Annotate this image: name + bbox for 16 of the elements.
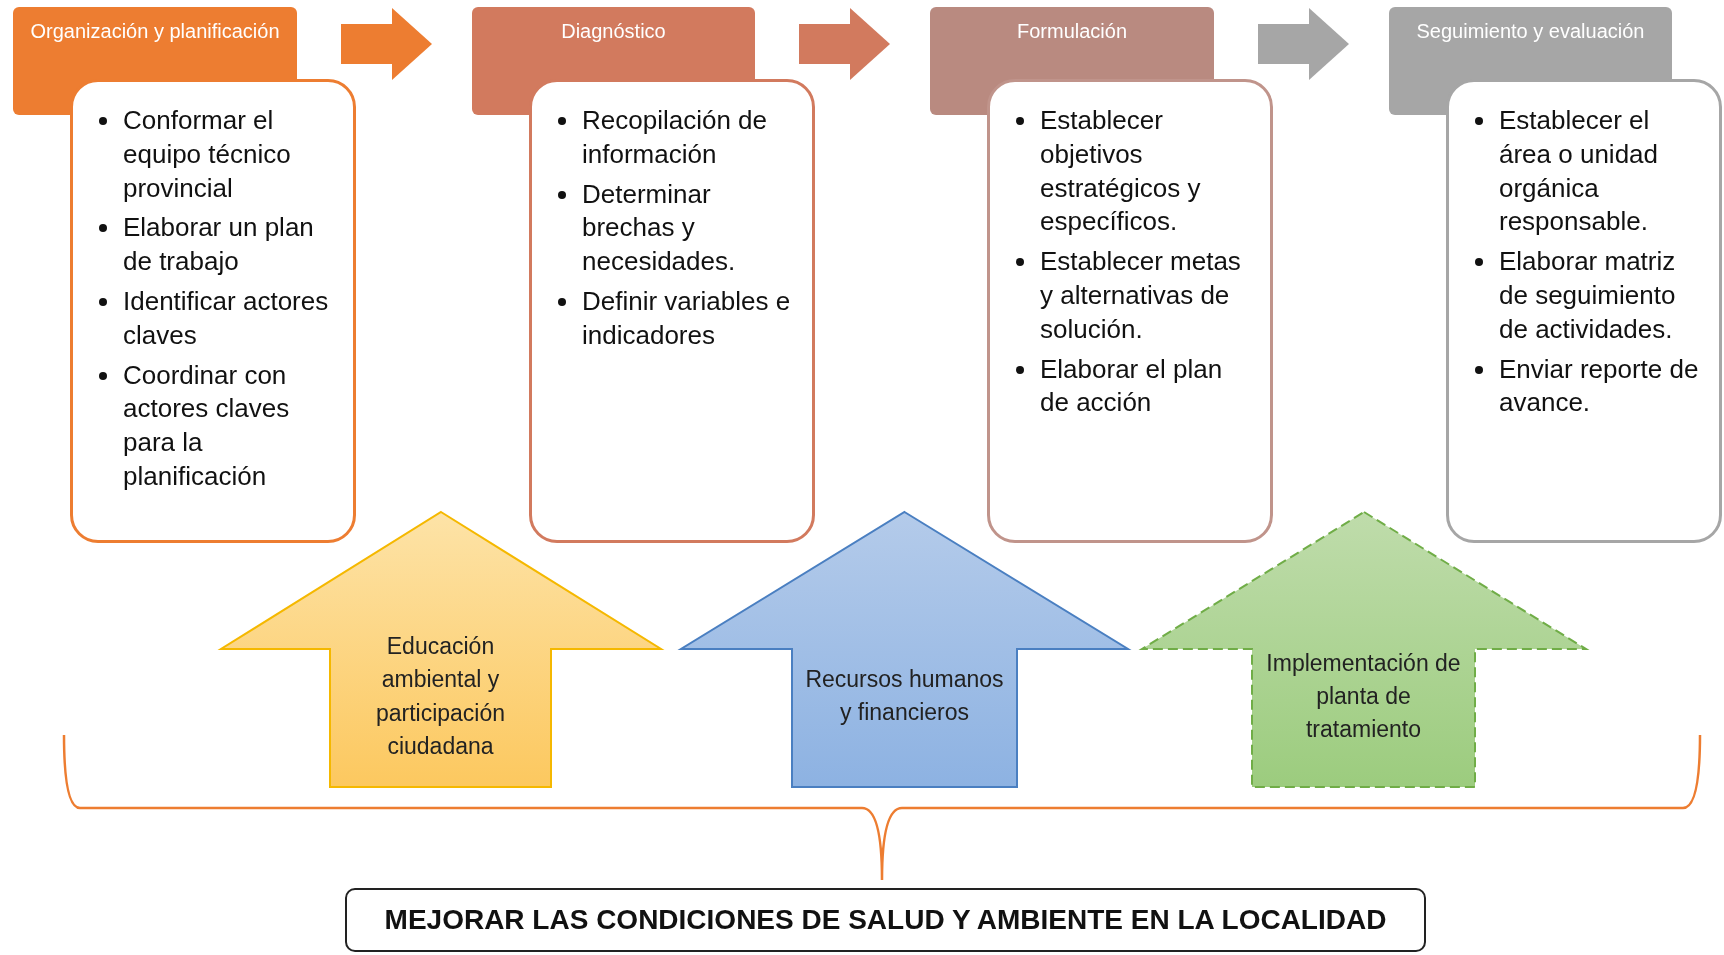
bullet-text: Elaborar matriz de seguimiento de actividades. — [1499, 246, 1676, 344]
bullet-text: Coordinar con actores claves para la planificación — [123, 359, 290, 491]
block-arrow — [1258, 8, 1349, 80]
bullet-text: Elaborar el plan de acción — [1040, 353, 1223, 418]
arrow-text: Implementación de planta de tratamiento — [1265, 648, 1462, 745]
bullet-text: Definir variables e indicadores — [582, 286, 791, 350]
bullet-text: Identificar actores claves — [123, 286, 329, 350]
bullet-text: Determinar brechas y necesidades. — [582, 178, 736, 277]
arrow-text: Recursos humanos y financieros — [804, 665, 1005, 728]
arrow-text: Educación ambiental y participación ciudadana — [374, 632, 507, 762]
goal-box: MEJORAR LAS CONDICIONES DE SALUD Y AMBIENTE EN LA LOCALIDAD — [345, 888, 1426, 952]
bullet-text: Enviar reporte de avance. — [1499, 353, 1699, 418]
bullet-text: Elaborar un plan de trabajo — [123, 212, 314, 277]
block-arrow — [799, 8, 890, 80]
block-arrow — [341, 8, 432, 80]
bullet-text: Establecer metas y alternativas de solución. — [1040, 246, 1241, 344]
